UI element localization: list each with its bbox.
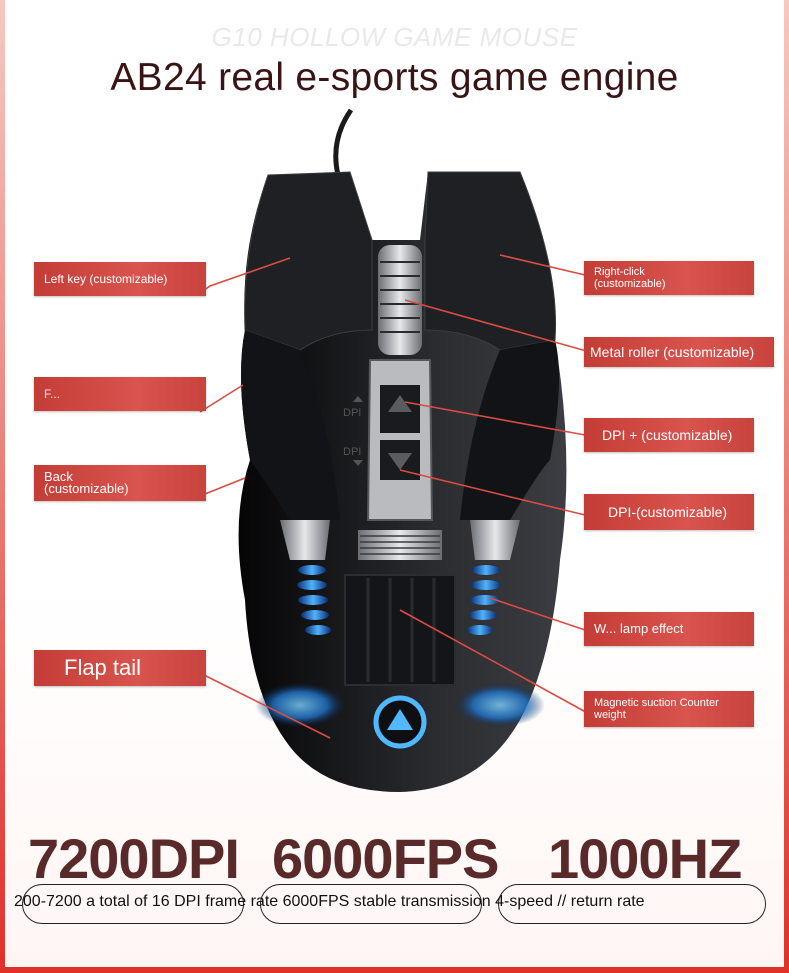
right-button-shell	[424, 171, 557, 351]
leader-lines	[199, 254, 594, 739]
dpi-down-label: DPI	[343, 446, 362, 458]
product-subtitle: G10 HOLLOW GAME MOUSE	[211, 22, 578, 52]
led-ribs-right	[467, 565, 501, 635]
callout-left-key-label: Left key (customizable)	[44, 272, 168, 286]
stat-fps: 6000FPS	[272, 827, 499, 890]
callout-dpi-plus: DPI + (customizable)	[584, 418, 754, 452]
callout-flap-tail: Flap tail	[34, 650, 206, 686]
callout-flap-tail-label: Flap tail	[64, 655, 142, 680]
callout-back-label: Back (customizable)	[44, 469, 129, 496]
callout-forward-label: F...	[44, 387, 61, 401]
dpi-up-label: DPI	[343, 407, 362, 419]
frame-bottom-border	[0, 967, 789, 973]
callout-right-click: Right-click (customizable)	[584, 261, 754, 295]
logo-triangle-icon	[387, 709, 413, 730]
stats-description: 200-7200 a total of 16 DPI frame rate 60…	[14, 893, 645, 910]
metal-scroll-wheel	[378, 245, 422, 355]
dpi-up-arrow-icon	[388, 395, 412, 412]
stat-dpi: 7200DPI	[28, 827, 240, 890]
callout-left-key: Left key (customizable)	[34, 262, 206, 296]
dpi-down-arrow-icon	[388, 453, 412, 470]
callout-lamp-effect-label: W... lamp effect	[594, 621, 684, 636]
callout-metal-roller-label: Metal roller (customizable)	[590, 344, 755, 360]
frame-left-border	[0, 0, 5, 973]
callout-dpi-minus: DPI-(customizable)	[584, 494, 754, 530]
callout-right-click-label: Right-click (customizable)	[594, 266, 666, 290]
callout-back: Back (customizable)	[34, 465, 206, 501]
dpi-plus-indicator-icon	[353, 396, 363, 402]
dpi-minus-indicator-icon	[353, 460, 363, 466]
frame-right-border	[784, 0, 789, 973]
desc-pill-mid	[260, 884, 482, 924]
left-wing	[241, 330, 340, 520]
metal-grille	[358, 530, 442, 560]
stat-hz: 1000HZ	[548, 827, 742, 890]
callout-magnetic-weight-label: Magnetic suction Counter weight	[594, 697, 719, 721]
left-button-shell	[244, 171, 373, 351]
callout-dpi-minus-label: DPI-(customizable)	[608, 504, 728, 520]
callout-forward: F...	[34, 377, 206, 411]
desc-pill-right	[498, 884, 766, 924]
callout-metal-roller: Metal roller (customizable)	[584, 337, 774, 367]
callout-dpi-plus-label: DPI + (customizable)	[602, 427, 733, 443]
page-headline: AB24 real e-sports game engine	[110, 56, 679, 99]
led-ribs-left	[297, 565, 331, 635]
callout-magnetic-weight: Magnetic suction Counter weight	[584, 691, 754, 727]
desc-pill-left	[22, 884, 244, 924]
magnetic-weight-cage	[344, 574, 456, 686]
callout-lamp-effect: W... lamp effect	[584, 612, 754, 646]
right-wing	[460, 340, 559, 520]
